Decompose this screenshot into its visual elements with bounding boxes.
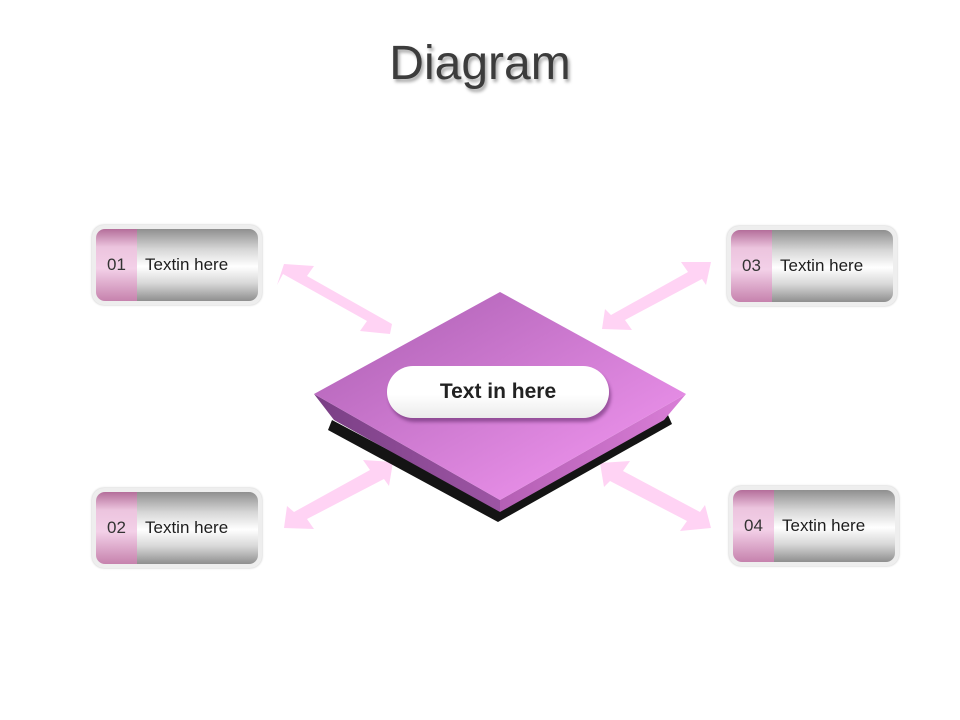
diamond-left-face — [314, 394, 500, 512]
item-box-03: 03 Textin here — [727, 226, 897, 306]
item-number: 03 — [731, 230, 772, 302]
item-box-02: 02 Textin here — [92, 488, 262, 568]
arrow-bottom-right — [600, 461, 711, 531]
item-label: Textin here — [774, 490, 895, 562]
item-box-04: 04 Textin here — [729, 486, 899, 566]
item-label: Textin here — [137, 492, 258, 564]
center-label: Text in here — [387, 366, 609, 418]
item-label: Textin here — [772, 230, 893, 302]
item-number: 02 — [96, 492, 137, 564]
arrow-top-right — [602, 262, 711, 330]
item-number: 04 — [733, 490, 774, 562]
arrow-top-left — [277, 264, 392, 334]
item-number: 01 — [96, 229, 137, 301]
item-box-01: 01 Textin here — [92, 225, 262, 305]
arrow-bottom-left — [284, 460, 393, 529]
diamond-right-face — [500, 394, 686, 512]
page-title: Diagram — [389, 37, 571, 90]
item-label: Textin here — [137, 229, 258, 301]
